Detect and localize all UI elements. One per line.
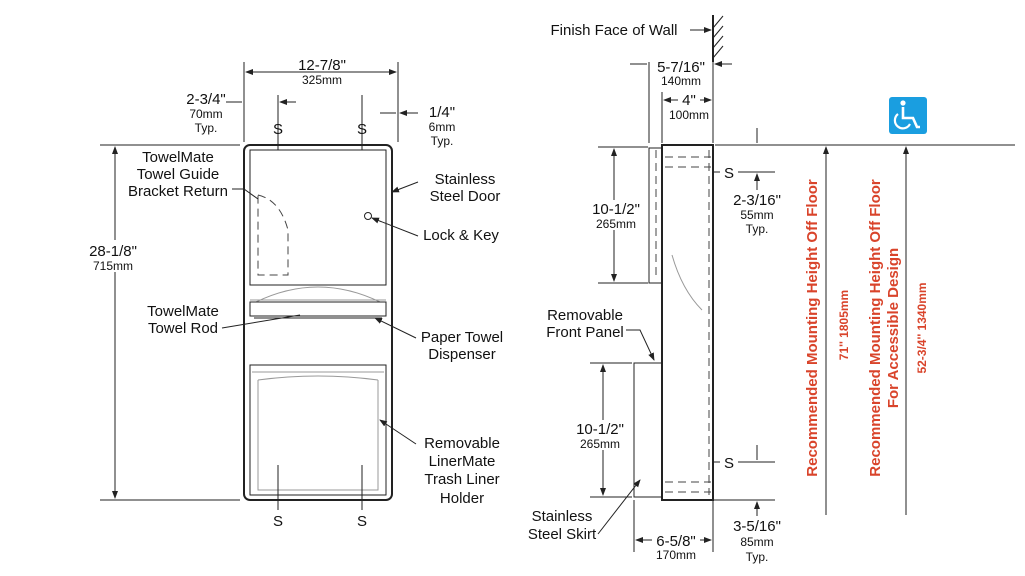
label-liner-holder: Removable — [424, 435, 500, 452]
towel-guide-bracket — [257, 194, 289, 276]
skirt-depth-dim: 6-5/8" — [656, 533, 696, 550]
left-offset-note: Typ. — [195, 121, 218, 135]
lower-panel-metric: 265mm — [580, 437, 620, 451]
width-dim: 12-7/8" — [298, 57, 346, 74]
bottom-screw-dim: 3-5/16" — [733, 518, 781, 535]
upper-panel-metric: 265mm — [596, 217, 636, 231]
depth-recess-metric: 100mm — [669, 108, 709, 122]
label-bracket-return: Towel Guide — [137, 166, 220, 183]
label-steel-door: Stainless — [435, 171, 496, 188]
label-accessible-mounting-height: For Accessible Design — [885, 248, 902, 408]
label-steel-skirt: Stainless — [532, 508, 593, 525]
screw-mark: S — [273, 121, 283, 138]
screw-mark: S — [724, 165, 734, 182]
label-towel-rod: Towel Rod — [148, 320, 218, 337]
label-liner-holder: LinerMate — [429, 453, 496, 470]
accessible-wheelchair-icon — [889, 97, 927, 134]
label-accessible-mounting-height: Recommended Mounting Height Off Floor — [867, 179, 884, 477]
depth-total-metric: 140mm — [661, 74, 701, 88]
screw-mark: S — [273, 513, 283, 530]
mounting-heights: Recommended Mounting Height Off Floor 71… — [804, 97, 929, 515]
screw-mark: S — [357, 513, 367, 530]
bottom-screw-note: Typ. — [746, 550, 769, 564]
label-towel-rod: TowelMate — [147, 303, 219, 320]
value-standard-mounting-height: 71'' 1805mm — [837, 290, 851, 360]
skirt-depth-metric: 170mm — [656, 548, 696, 562]
label-finish-face-of-wall: Finish Face of Wall — [551, 22, 678, 39]
lock-icon — [364, 212, 372, 220]
side-view: Finish Face of Wall 5-7/16" 140mm 4" 100… — [528, 15, 1015, 564]
screw-offset-note: Typ. — [746, 222, 769, 236]
cabinet-side — [661, 144, 714, 501]
trash-liner-holder — [249, 364, 387, 496]
label-front-panel: Removable — [547, 307, 623, 324]
screw-offset-metric: 55mm — [740, 208, 773, 222]
label-steel-skirt: Steel Skirt — [528, 526, 597, 543]
label-dispenser: Paper Towel — [421, 329, 503, 346]
label-liner-holder: Trash Liner — [424, 471, 499, 488]
towel-rod — [249, 301, 387, 317]
wall-hatch — [712, 15, 724, 59]
screw-mark: S — [724, 455, 734, 472]
upper-panel-side — [648, 147, 663, 284]
right-offset-dim: 1/4" — [429, 104, 455, 121]
label-dispenser: Dispenser — [428, 346, 496, 363]
height-dim-metric: 715mm — [93, 259, 133, 273]
label-lock-key: Lock & Key — [423, 227, 499, 244]
cabinet-outline — [243, 144, 393, 501]
label-front-panel: Front Panel — [546, 324, 624, 341]
depth-total-dim: 5-7/16" — [657, 59, 705, 76]
left-offset-dim: 2-3/4" — [186, 91, 226, 108]
height-dim: 28-1/8" — [89, 243, 137, 260]
upper-panel-dim: 10-1/2" — [592, 201, 640, 218]
depth-recess-dim: 4" — [682, 92, 696, 109]
label-standard-mounting-height: Recommended Mounting Height Off Floor — [804, 179, 821, 477]
left-offset-metric: 70mm — [189, 107, 222, 121]
label-liner-holder: Holder — [440, 490, 484, 507]
screw-mark: S — [357, 121, 367, 138]
lower-panel-dim: 10-1/2" — [576, 421, 624, 438]
towel-dispenser-arc — [250, 286, 386, 303]
width-dim-metric: 325mm — [302, 73, 342, 87]
screw-offset-dim: 2-3/16" — [733, 192, 781, 209]
bottom-screw-metric: 85mm — [740, 535, 773, 549]
front-panel-side — [633, 362, 663, 498]
label-bracket-return: TowelMate — [142, 149, 214, 166]
front-view: 12-7/8" 325mm 2-3/4" 70mm Typ. 1/4" 6mm … — [88, 57, 503, 530]
label-bracket-return: Bracket Return — [128, 183, 228, 200]
label-steel-door: Steel Door — [430, 188, 501, 205]
value-accessible-mounting-height: 52-3/4'' 1340mm — [915, 282, 929, 373]
right-offset-note: Typ. — [431, 134, 454, 148]
right-offset-metric: 6mm — [429, 120, 456, 134]
steel-door — [249, 149, 387, 286]
